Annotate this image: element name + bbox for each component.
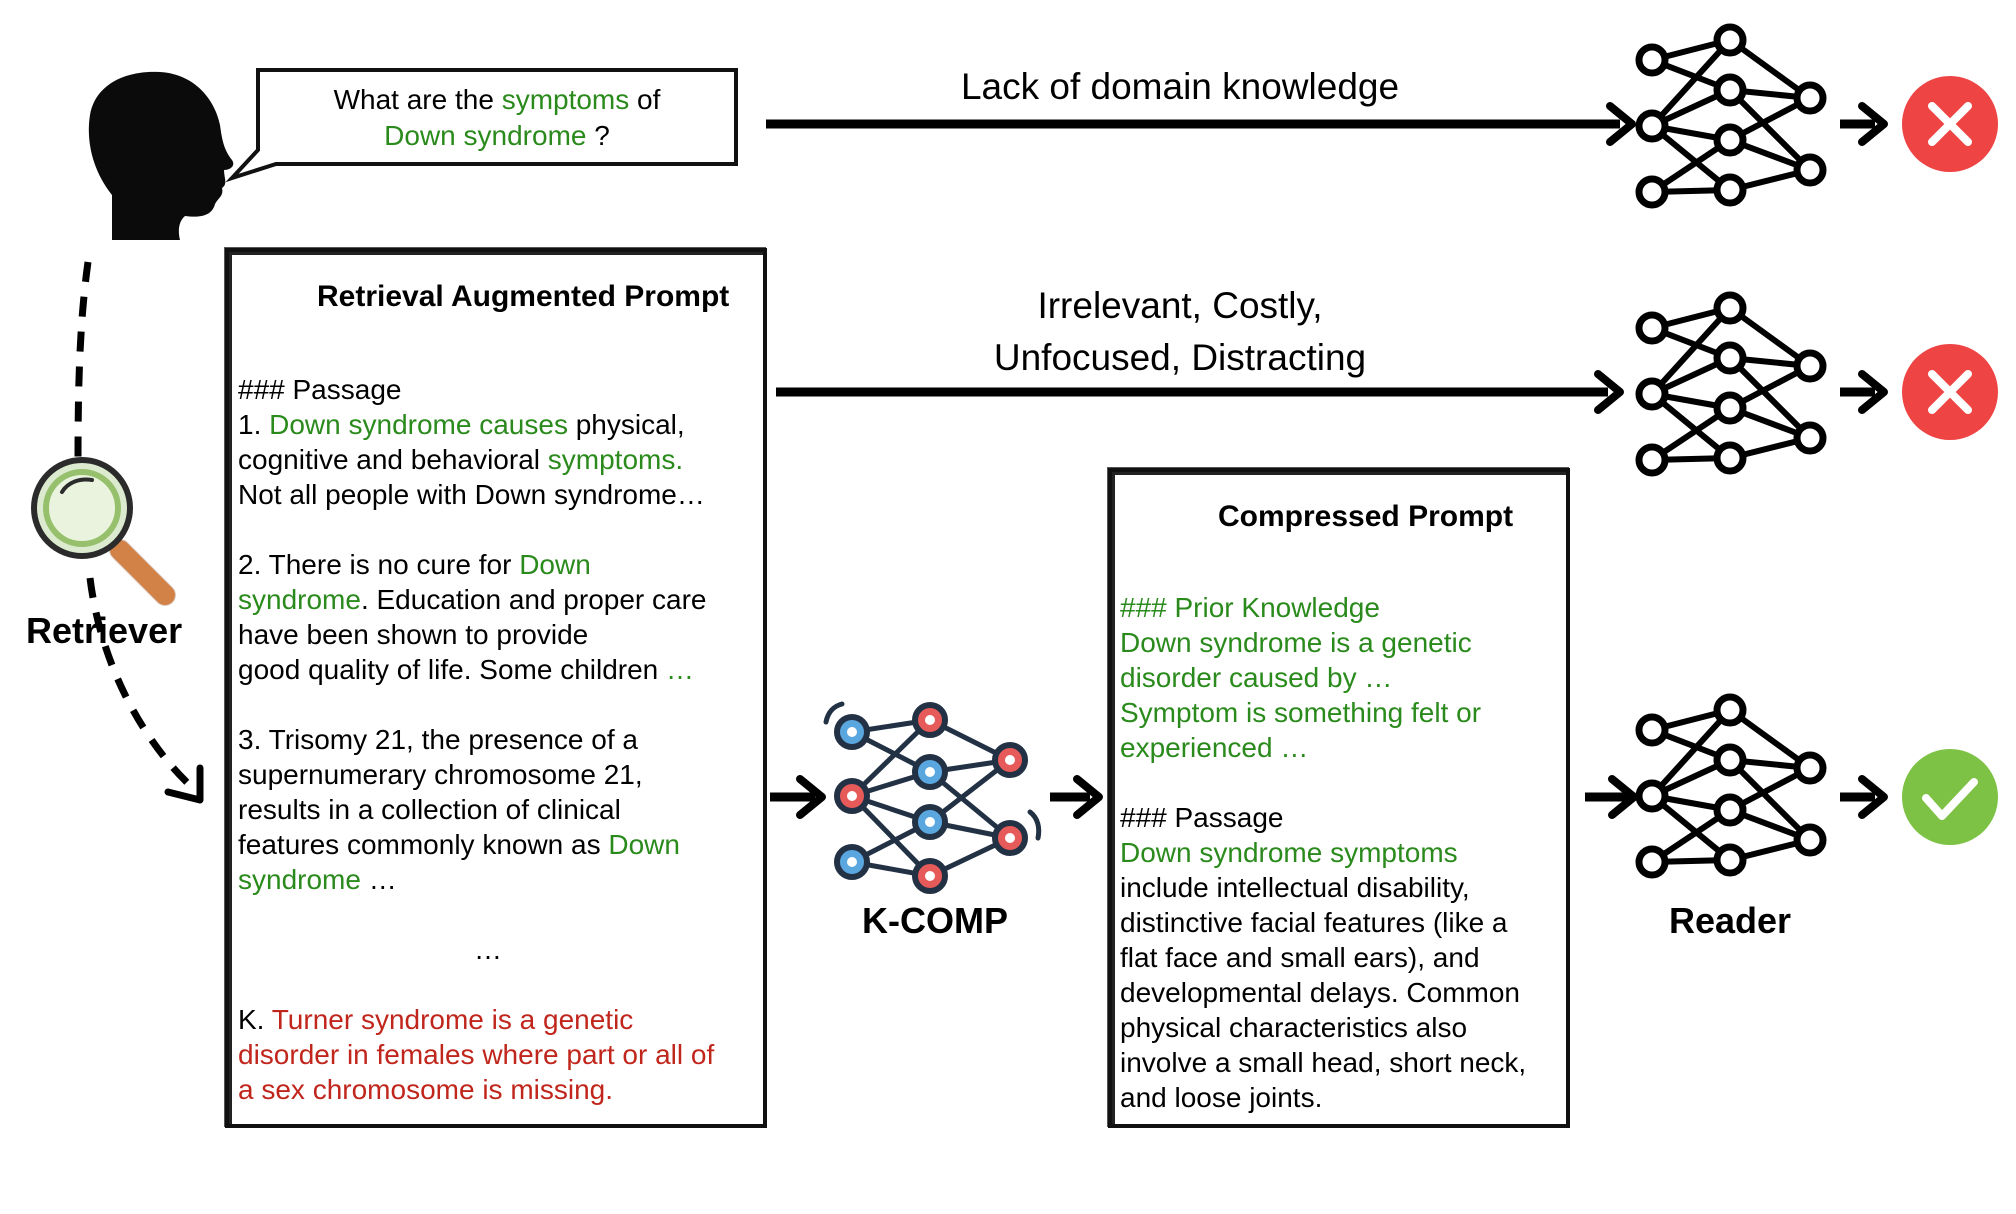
cp-prior-knowledge-line1: Down syndrome is a genetic (1120, 627, 1472, 658)
cp-passage-line3: distinctive facial features (like a (1120, 907, 1508, 938)
cp-passage-line2: include intellectual disability, (1120, 872, 1470, 903)
middle-arrow-label-line2: Unfocused, Distracting (993, 337, 1367, 378)
rap-passage-3-line4: features commonly known as Down (238, 829, 680, 860)
question-part2: of (629, 84, 661, 115)
rap-title: Retrieval Augmented Prompt (317, 280, 730, 313)
rap-passage-3-line2: supernumerary chromosome 21, (238, 759, 643, 790)
arrow-cp-to-reader (1585, 779, 1634, 815)
arrow-to-result-middle (1840, 374, 1884, 410)
cp-passage-line8: and loose joints. (1120, 1082, 1323, 1113)
rap-content: ### Passage 1. Down syndrome causes phys… (238, 372, 758, 1107)
cp-title: Compressed Prompt (1218, 500, 1514, 533)
cp-passage-line6: physical characteristics also (1120, 1012, 1468, 1043)
cp-content: ### Prior Knowledge Down syndrome is a g… (1120, 590, 1560, 1115)
cp-prior-knowledge-line2: disorder caused by … (1120, 662, 1393, 693)
magnifier-icon (31, 457, 176, 606)
kcomp-label: K-COMP (862, 900, 1008, 941)
rap-passage-3-line1: 3. Trisomy 21, the presence of a (238, 724, 638, 755)
arrow-kcomp-to-cp (1050, 779, 1099, 815)
middle-arrow-label: Irrelevant, Costly, Unfocused, Distracti… (880, 280, 1480, 384)
dashed-path-lower (86, 577, 198, 793)
retriever-label: Retriever (26, 610, 183, 651)
neural-net-middle-icon (1639, 295, 1823, 473)
rap-passage-1-line1: 1. Down syndrome causes physical, (238, 409, 685, 440)
dashed-path-upper (74, 261, 92, 461)
retrieval-augmented-prompt-box (225, 248, 767, 1128)
rap-passage-3-line5: syndrome … (238, 864, 397, 895)
question-part3: ? (586, 120, 610, 151)
neural-net-top-icon (1639, 27, 1823, 205)
cp-prior-knowledge-line3: Symptom is something felt or (1120, 697, 1482, 728)
person-head-icon (88, 71, 234, 240)
rap-heading: ### Passage (238, 374, 402, 405)
kcomp-network-icon (823, 701, 1042, 894)
arrow-to-result-bottom (1840, 779, 1884, 815)
middle-arrow-label-line1: Irrelevant, Costly, (1037, 285, 1323, 326)
rap-passage-1-line2: cognitive and behavioral symptoms. (238, 444, 684, 475)
cp-passage-line7: involve a small head, short neck, (1120, 1047, 1527, 1078)
cp-prior-knowledge-heading: ### Prior Knowledge (1120, 592, 1380, 623)
reader-label: Reader (1668, 900, 1792, 941)
cp-prior-knowledge-line4: experienced … (1120, 732, 1309, 763)
cp-passage-line5: developmental delays. Common (1120, 977, 1520, 1008)
question-keyword-down-syndrome: Down syndrome (384, 120, 587, 151)
cp-passage-line4: flat face and small ears), and (1120, 942, 1480, 973)
rap-passage-2-line2: syndrome. Education and proper care (238, 584, 707, 615)
zip-label: ZIP (1170, 530, 1198, 548)
rap-passage-k-line2: disorder in females where part or all of (238, 1039, 715, 1070)
dashed-path-arrowhead (164, 764, 204, 804)
rap-passage-2-line1: 2. There is no cure for Down (238, 549, 591, 580)
question-keyword-symptoms: symptoms (501, 84, 630, 115)
cp-passage-line1: Down syndrome symptoms (1120, 837, 1458, 868)
fail-x-icon-top (1902, 76, 1998, 172)
rap-passage-3-line3: results in a collection of clinical (238, 794, 621, 825)
question-text: What are the symptoms of Down syndrome ? (262, 82, 732, 154)
question-part1: What are the (333, 84, 502, 115)
top-arrow-label: Lack of domain knowledge (960, 66, 1400, 107)
rap-passage-2-line4: good quality of life. Some children … (238, 654, 695, 685)
compressed-prompt-box (1108, 468, 1570, 1128)
arrow-rap-to-kcomp (770, 779, 822, 815)
speech-bubble (225, 68, 738, 183)
neural-net-bottom-icon (1639, 697, 1823, 875)
success-check-icon (1902, 749, 1998, 845)
fail-x-icon-middle (1902, 344, 1998, 440)
rap-passage-k-line3: a sex chromosome is missing. (238, 1074, 614, 1105)
rap-passage-1-line3: Not all people with Down syndrome… (238, 479, 705, 510)
arrow-to-result-top (1840, 106, 1884, 142)
rap-passage-k-line1: K. Turner syndrome is a genetic (238, 1004, 634, 1035)
rap-passage-2-line3: have been shown to provide (238, 619, 589, 650)
rap-ellipsis: … (474, 934, 502, 965)
cp-passage-heading: ### Passage (1120, 802, 1284, 833)
